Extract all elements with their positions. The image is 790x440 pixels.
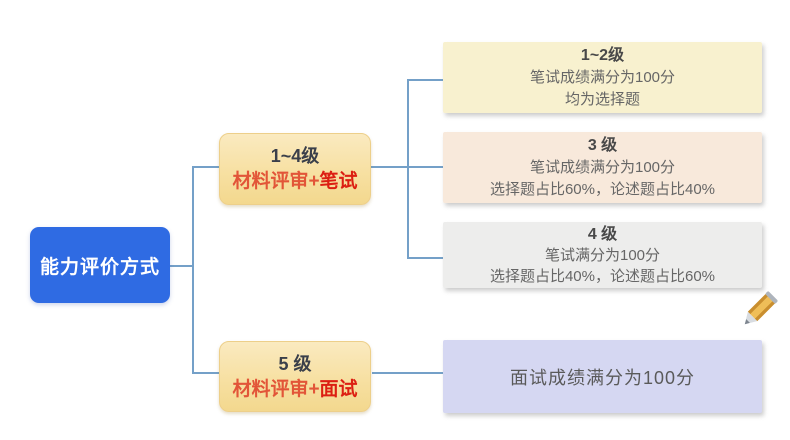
branch-method-label: 材料评审+面试: [232, 377, 357, 403]
connector-right-trunk: [407, 79, 409, 259]
branch-level-label: 1~4级: [270, 146, 320, 166]
detail-card-level-5: 面试成绩满分为100分: [443, 340, 762, 413]
branch-method-label: 材料评审+笔试: [232, 169, 357, 195]
detail-card-summary: 面试成绩满分为100分: [509, 367, 696, 388]
detail-card-title: 1~2级: [580, 47, 625, 64]
detail-card-line: 笔试满分为100分: [544, 246, 661, 264]
connector-root-to-trunk: [170, 265, 193, 267]
connector-stub-detail-1-2: [407, 79, 443, 81]
detail-card-line: 笔试成绩满分为100分: [529, 159, 676, 176]
root-node: 能力评价方式: [30, 227, 170, 303]
detail-card-line: 选择题占比60%，论述题占比40%: [489, 181, 716, 198]
connector-stub-branch-interview: [192, 372, 220, 374]
branch-node-interview: 5 级 材料评审+面试: [219, 341, 371, 412]
method-prefix: 材料评审+: [232, 171, 320, 192]
branch-node-written: 1~4级 材料评审+笔试: [219, 133, 371, 205]
detail-card-level-3: 3 级 笔试成绩满分为100分 选择题占比60%，论述题占比40%: [443, 132, 762, 203]
root-node-label: 能力评价方式: [39, 256, 160, 278]
connector-left-trunk: [192, 166, 194, 374]
detail-card-line: 笔试成绩满分为100分: [529, 69, 676, 86]
detail-card-title: 4 级: [587, 225, 618, 243]
connector-stub-branch-written: [192, 166, 220, 168]
pencil-icon: [744, 291, 778, 325]
method-prefix: 材料评审+: [232, 378, 320, 400]
method-suffix: 笔试: [319, 171, 358, 192]
detail-card-line: 选择题占比40%，论述题占比60%: [489, 267, 716, 285]
detail-card-title: 3 级: [587, 137, 618, 154]
connector-branch-interview-to-detail: [372, 372, 443, 374]
method-suffix: 面试: [319, 378, 358, 400]
connector-stub-detail-4: [407, 257, 443, 259]
detail-card-level-4: 4 级 笔试满分为100分 选择题占比40%，论述题占比60%: [443, 222, 762, 288]
detail-card-level-1-2: 1~2级 笔试成绩满分为100分 均为选择题: [443, 42, 762, 113]
branch-level-label: 5 级: [278, 353, 312, 374]
detail-card-line: 均为选择题: [564, 91, 640, 108]
